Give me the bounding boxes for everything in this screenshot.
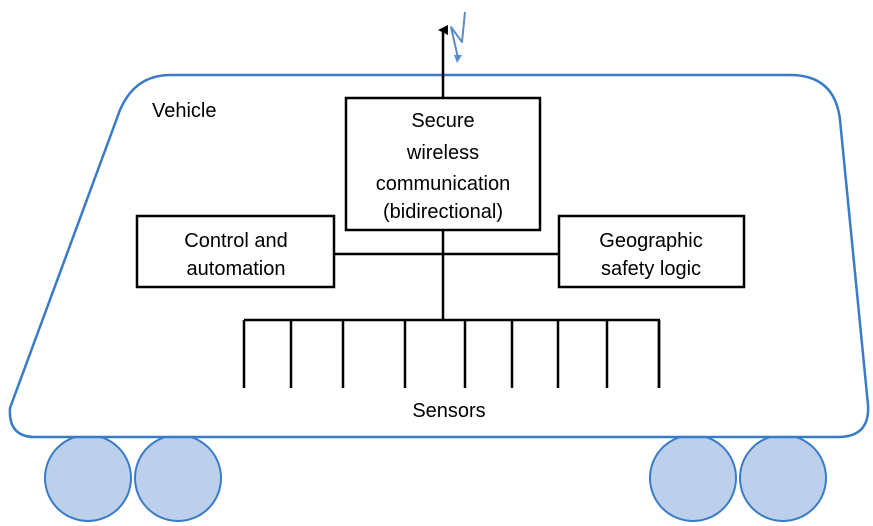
- wheels: [44, 434, 827, 522]
- geo-box-line-2: safety logic: [601, 258, 701, 280]
- control-box: Control and automation: [135, 214, 336, 289]
- control-box-line-2: automation: [187, 258, 286, 280]
- vehicle-label: Vehicle: [152, 100, 217, 122]
- comm-box-line-3: communication: [376, 173, 511, 195]
- sensors-label: Sensors: [412, 400, 485, 422]
- comm-box-line-4: (bidirectional): [383, 201, 503, 223]
- wireless-signal-icon: [450, 11, 466, 63]
- comm-box-line-2: wireless: [406, 142, 479, 164]
- comm-box-line-1: Secure: [411, 110, 474, 132]
- wheel-front-left: [44, 434, 132, 522]
- wheel-rear-left: [134, 434, 222, 522]
- control-box-line-1: Control and: [184, 230, 287, 252]
- bus-lines: [244, 230, 660, 322]
- comm-box: Secure wireless communication (bidirecti…: [344, 96, 542, 232]
- wheel-rear-right: [739, 434, 827, 522]
- sensor-legs: [242, 320, 661, 388]
- wheel-front-right: [649, 434, 737, 522]
- geo-box: Geographic safety logic: [557, 214, 746, 289]
- vehicle-body-outline: [8, 73, 870, 439]
- geo-box-line-1: Geographic: [599, 230, 702, 252]
